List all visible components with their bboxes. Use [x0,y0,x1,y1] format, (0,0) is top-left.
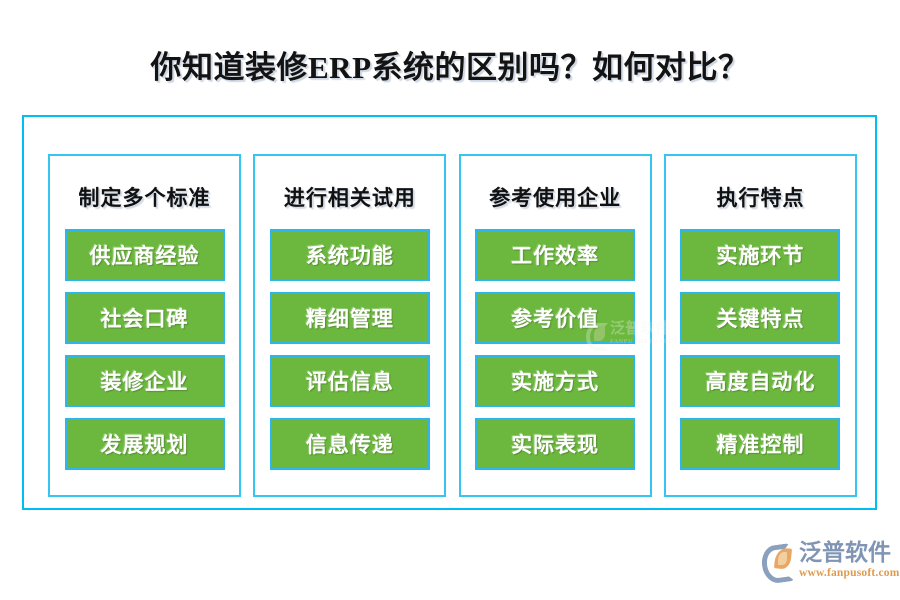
item-box[interactable]: 装修企业 [64,355,225,407]
column-3-header: 参考使用企业 [489,186,622,210]
item-box[interactable]: 实施方式 [475,355,636,407]
brand-logo: 泛普软件 www.fanpusoft.com [759,535,899,585]
column-2-items: 系统功能 精细管理 评估信息 信息传递 [269,229,430,470]
brand-name-cn: 泛普软件 [799,539,891,565]
item-box[interactable]: 评估信息 [269,355,430,407]
item-box[interactable]: 参考价值 [475,292,636,344]
brand-logo-texts: 泛普软件 www.fanpusoft.com [799,541,900,580]
columns-row: 制定多个标准 供应商经验 社会口碑 装修企业 发展规划 进行相关试用 系统功能 … [48,154,857,497]
item-box[interactable]: 实际表现 [475,418,636,470]
column-4: 执行特点 实施环节 关键特点 高度自动化 精准控制 [663,154,857,497]
column-3-items: 工作效率 参考价值 实施方式 实际表现 [475,229,636,470]
outer-frame [22,115,877,510]
item-box[interactable]: 供应商经验 [64,229,225,281]
item-box[interactable]: 高度自动化 [680,355,841,407]
logo-leaf-highlight [778,552,787,565]
column-1: 制定多个标准 供应商经验 社会口碑 装修企业 发展规划 [48,154,241,497]
item-box[interactable]: 精准控制 [680,418,841,470]
item-box[interactable]: 工作效率 [475,229,636,281]
column-3: 参考使用企业 工作效率 参考价值 实施方式 实际表现 [458,154,652,497]
fanpu-logo-icon [759,543,795,585]
item-box[interactable]: 社会口碑 [64,292,225,344]
item-box[interactable]: 发展规划 [64,418,225,470]
column-2-header: 进行相关试用 [283,186,416,210]
item-box[interactable]: 实施环节 [680,229,841,281]
column-4-items: 实施环节 关键特点 高度自动化 精准控制 [680,229,841,470]
page-title: 你知道装修ERP系统的区别吗？如何对比？ [150,50,750,85]
column-2: 进行相关试用 系统功能 精细管理 评估信息 信息传递 [253,154,447,497]
column-4-header: 执行特点 [716,186,805,210]
column-1-items: 供应商经验 社会口碑 装修企业 发展规划 [64,229,225,470]
item-box[interactable]: 系统功能 [269,229,430,281]
item-box[interactable]: 关键特点 [680,292,841,344]
item-box[interactable]: 精细管理 [269,292,430,344]
column-1-header: 制定多个标准 [78,186,211,210]
brand-website-url: www.fanpusoft.com [799,566,900,579]
item-box[interactable]: 信息传递 [269,418,430,470]
